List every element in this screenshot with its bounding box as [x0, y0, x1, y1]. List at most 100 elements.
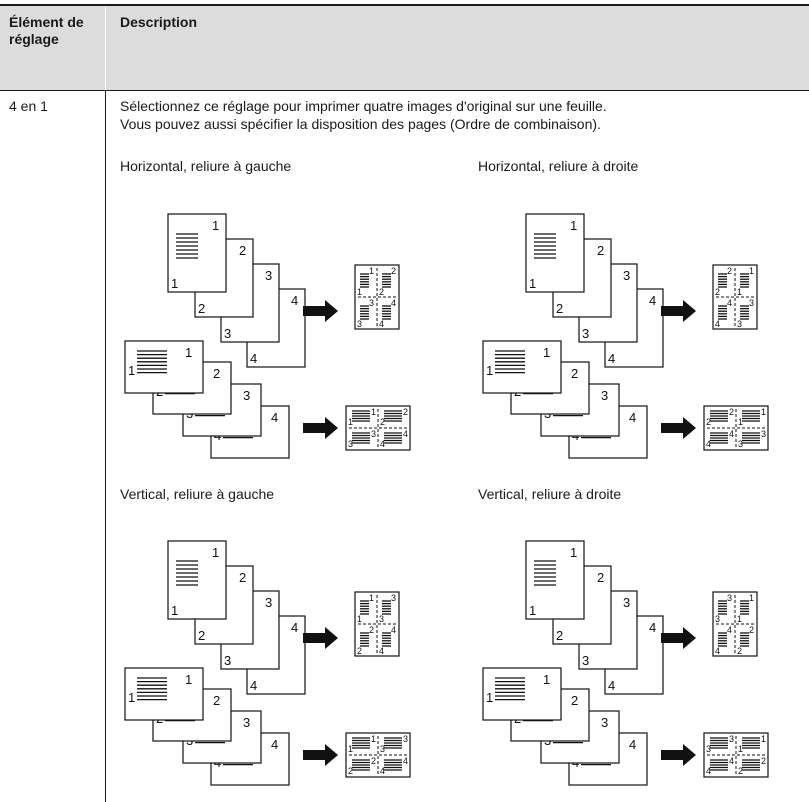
page-number-top: 3	[265, 595, 272, 610]
description-line-2: Vous pouvez aussi spécifier la dispositi…	[120, 116, 601, 132]
table-header	[0, 6, 809, 90]
quad-number: 1	[738, 744, 743, 754]
option-label-horizontal-right: Horizontal, reliure à droite	[478, 158, 639, 174]
page-number-bottom: 3	[582, 653, 589, 668]
original-landscape-page-1: 11	[124, 340, 204, 394]
arrow-icon	[661, 417, 696, 439]
page-number-top: 1	[570, 218, 577, 233]
page-number-right: 2	[213, 693, 220, 708]
quad-number: 4	[729, 756, 734, 766]
quad-number: 2	[706, 417, 711, 427]
page-number-top: 2	[597, 243, 604, 258]
page-number-right: 4	[271, 410, 278, 425]
quad-number: 2	[729, 407, 734, 417]
quad-number: 4	[379, 319, 384, 329]
arrow-icon	[303, 744, 338, 766]
quad-number: 4	[403, 756, 408, 766]
page-number-right: 1	[185, 672, 192, 687]
page-number-bottom: 2	[556, 628, 563, 643]
quad-number: 1	[761, 734, 766, 744]
quad-number: 3	[379, 614, 384, 624]
quad-number: 4	[380, 439, 385, 449]
description-line-1: Sélectionnez ce réglage pour imprimer qu…	[120, 98, 607, 114]
quad-number: 1	[749, 593, 754, 603]
arrow-icon	[661, 627, 696, 649]
page-outline	[525, 213, 585, 293]
quad-number: 2	[761, 756, 766, 766]
page-number-top: 2	[239, 570, 246, 585]
page-number-top: 3	[623, 595, 630, 610]
quad-number: 1	[737, 287, 742, 297]
quad-number: 3	[348, 439, 353, 449]
page-number-bottom: 2	[198, 628, 205, 643]
page-number-right: 4	[629, 410, 636, 425]
quad-number: 1	[348, 417, 353, 427]
quad-number: 3	[357, 319, 362, 329]
page-number-right: 4	[629, 737, 636, 752]
quad-number: 3	[371, 429, 376, 439]
page-number-bottom: 2	[556, 301, 563, 316]
page-number-right: 3	[243, 388, 250, 403]
arrow-icon	[303, 627, 338, 649]
page-number-left: 1	[128, 363, 135, 378]
quad-number: 2	[738, 766, 743, 776]
page-number-right: 3	[601, 715, 608, 730]
quad-number: 4	[391, 625, 396, 635]
page-number-bottom: 3	[582, 326, 589, 341]
table-top-rule	[0, 4, 809, 6]
arrow-icon	[303, 300, 338, 322]
diagram-1: 44332211112233444433221111223344	[124, 213, 411, 459]
page-number-right: 3	[243, 715, 250, 730]
page-number-top: 3	[265, 268, 272, 283]
quad-number: 3	[749, 298, 754, 308]
quad-number: 4	[727, 298, 732, 308]
quad-number: 1	[369, 593, 374, 603]
page-outline	[124, 667, 204, 721]
page-number-bottom: 4	[250, 678, 257, 693]
page-number-bottom: 2	[198, 301, 205, 316]
page-outline	[525, 540, 585, 620]
quad-number: 3	[391, 593, 396, 603]
quad-number: 2	[348, 766, 353, 776]
quad-number: 4	[729, 429, 734, 439]
quad-number: 1	[357, 287, 362, 297]
quad-number: 4	[715, 646, 720, 656]
setting-name: 4 en 1	[9, 98, 48, 114]
page-outline	[167, 213, 227, 293]
quad-number: 4	[379, 646, 384, 656]
option-label-vertical-right: Vertical, reliure à droite	[478, 486, 622, 502]
page-number-bottom: 4	[608, 351, 615, 366]
arrow-icon	[661, 744, 696, 766]
quad-number: 1	[737, 614, 742, 624]
quad-number: 1	[749, 266, 754, 276]
quad-number: 3	[727, 593, 732, 603]
quad-number: 2	[727, 266, 732, 276]
page-number-top: 1	[212, 218, 219, 233]
page-number-bottom: 1	[171, 603, 178, 618]
page-outline	[167, 540, 227, 620]
column-divider	[105, 91, 106, 802]
quad-number: 2	[749, 625, 754, 635]
quad-number: 3	[715, 614, 720, 624]
original-landscape-page-1: 11	[482, 667, 562, 721]
original-page-1: 11	[167, 540, 227, 620]
quad-number: 4	[380, 766, 385, 776]
quad-number: 3	[380, 744, 385, 754]
option-label-horizontal-left: Horizontal, reliure à gauche	[120, 158, 292, 174]
page-number-top: 2	[239, 243, 246, 258]
header-bottom-rule	[0, 90, 809, 91]
page-number-bottom: 4	[250, 351, 257, 366]
page-outline	[482, 667, 562, 721]
quad-number: 2	[737, 646, 742, 656]
page-number-left: 1	[128, 690, 135, 705]
page-number-top: 3	[623, 268, 630, 283]
quad-number: 1	[371, 734, 376, 744]
header-setting-item: Élément de réglage	[9, 14, 84, 47]
quad-number: 1	[369, 266, 374, 276]
